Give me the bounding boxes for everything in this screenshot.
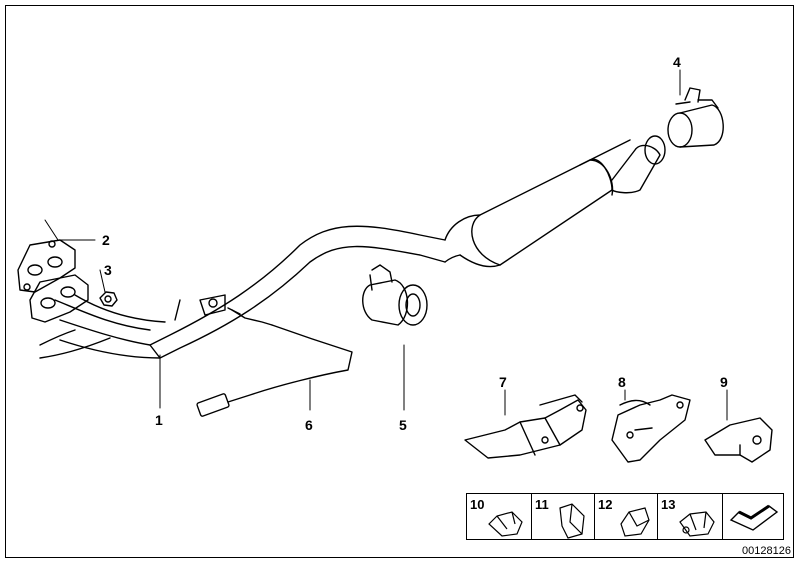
clip-icon: [488, 511, 523, 537]
muffler-part: [444, 135, 666, 268]
gasket-part: [17, 239, 76, 293]
manifold-flange-part: [29, 274, 89, 323]
thumbnail-label: 11: [535, 497, 549, 512]
callout-2: 2: [102, 232, 110, 248]
diagram-frame: [5, 5, 794, 558]
callout-9: 9: [720, 374, 728, 390]
nut-part: [99, 291, 118, 307]
spring-clip-icon: [679, 511, 715, 537]
rubber-mount-part: [362, 264, 428, 326]
thumbnail-11[interactable]: 11: [531, 493, 595, 540]
oxygen-sensor-part: [196, 307, 353, 417]
thumbnail-12[interactable]: 12: [594, 493, 658, 540]
leader-lines: [44, 69, 728, 421]
callout-6: 6: [305, 417, 313, 433]
thumbnail-label: 13: [661, 497, 676, 512]
clip-nut-icon: [620, 507, 650, 537]
bracket-clip-icon: [559, 503, 585, 539]
front-pipe-part: [39, 225, 446, 359]
diagram-code: 00128126: [742, 545, 791, 557]
callout-8: 8: [618, 374, 626, 390]
callout-4: 4: [673, 54, 681, 70]
callout-5: 5: [399, 417, 407, 433]
small-bracket-part: [704, 417, 773, 463]
thumbnail-13[interactable]: 13: [657, 493, 723, 540]
callout-7: 7: [499, 374, 507, 390]
thumbnail-label: 10: [470, 497, 485, 512]
thumbnail-arrow[interactable]: [722, 493, 784, 540]
heat-shield-part: [464, 394, 587, 459]
clamp-part: [667, 87, 724, 148]
thumbnail-10[interactable]: 10: [466, 493, 532, 540]
arrow-icon: [729, 504, 779, 531]
callout-3: 3: [104, 262, 112, 278]
thumbnail-label: 12: [598, 497, 613, 512]
bracket-part: [611, 394, 691, 463]
callout-1: 1: [155, 412, 163, 428]
